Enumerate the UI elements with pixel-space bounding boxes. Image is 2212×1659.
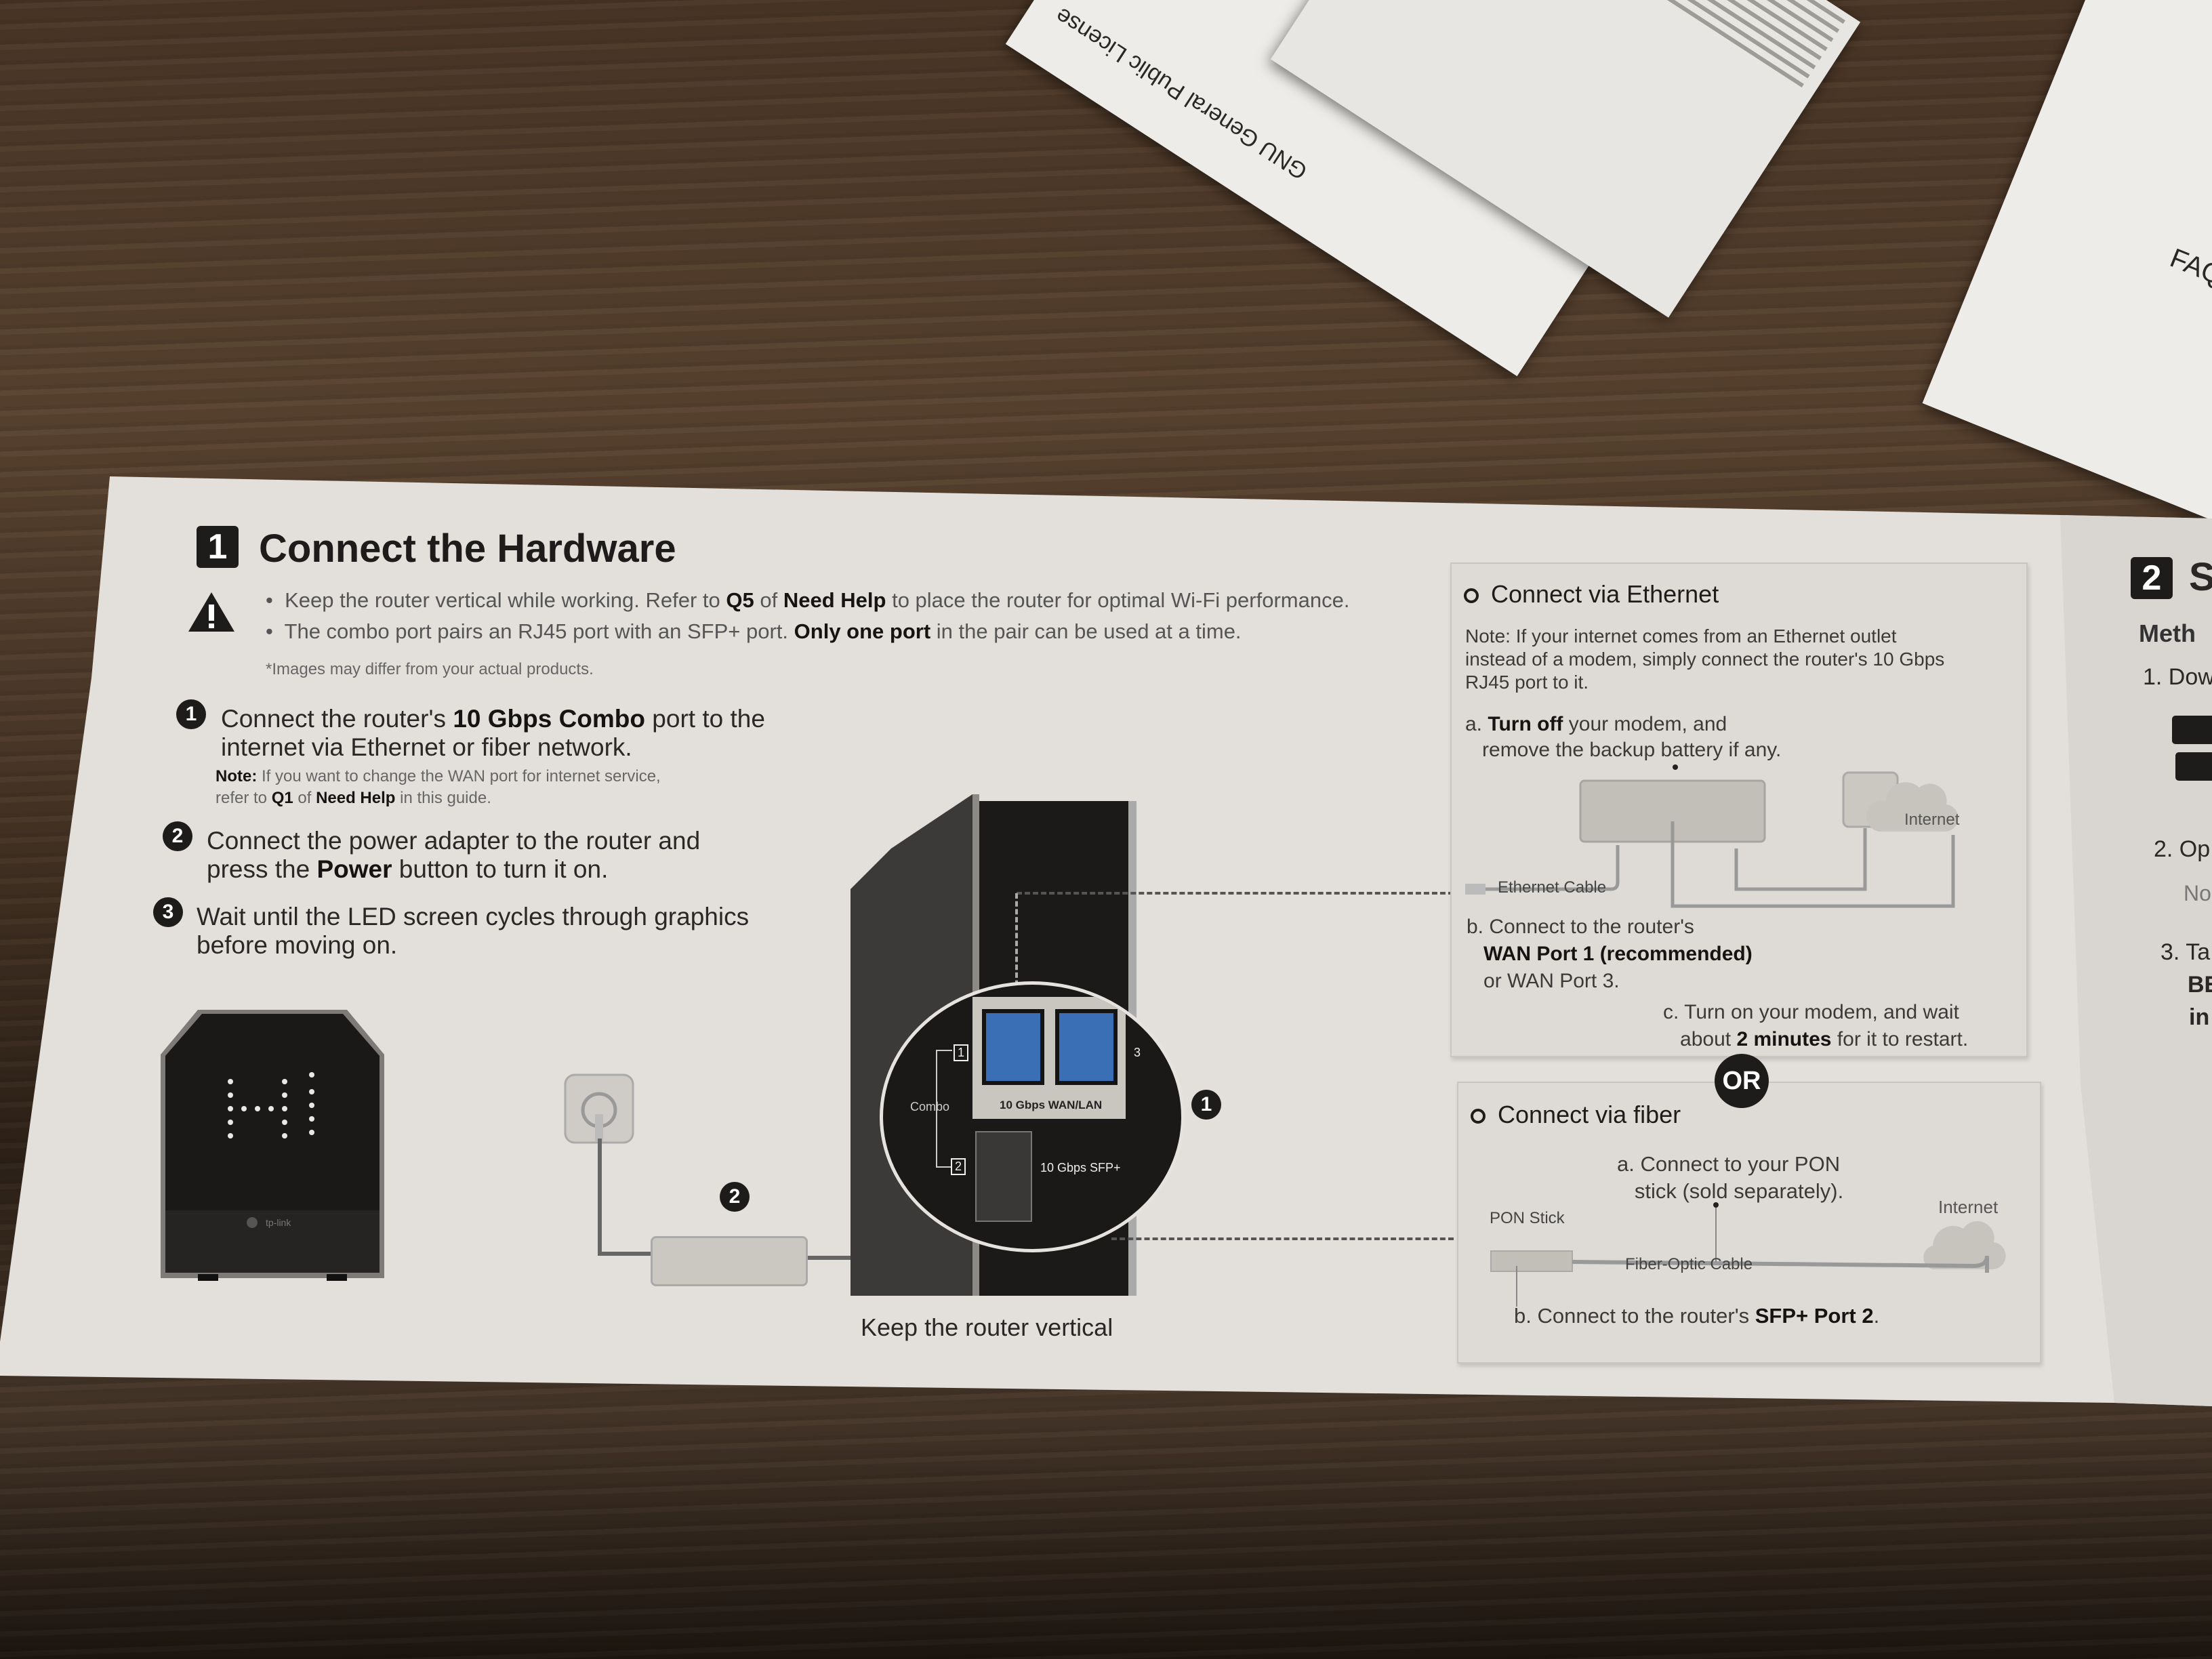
step-2-badge: 2 [163, 821, 192, 851]
ethernet-cable-label: Ethernet Cable [1498, 878, 1607, 897]
ethernet-note: Note: If your internet comes from an Eth… [1465, 626, 1945, 693]
port-3-label: 3 [1134, 1046, 1141, 1059]
step-3-badge: 3 [153, 897, 183, 927]
diagram-badge-1: 1 [1191, 1090, 1221, 1120]
fiber-step-b: b. Connect to the router's SFP+ Port 2. [1514, 1304, 1880, 1328]
section-2-step-1: 1. Dow [2143, 664, 2212, 690]
section-2-method: Meth [2139, 619, 2196, 647]
app-store-button[interactable] [2172, 716, 2212, 744]
warning-bullet-1: • Keep the router vertical while working… [266, 588, 1350, 612]
section-title: Connect the Hardware [259, 527, 676, 571]
dashed-guide-vertical [1015, 893, 1018, 1002]
footnote: *Images may differ from your actual prod… [266, 660, 594, 678]
bullet-circle-icon [1464, 588, 1479, 604]
sfp-label: 10 Gbps SFP+ [1040, 1161, 1121, 1174]
wan-lan-label: 10 Gbps WAN/LAN [1000, 1099, 1103, 1111]
bullet-circle-icon [1471, 1109, 1486, 1124]
section-2-step-2-note: No [2184, 881, 2211, 905]
dashed-guide-fiber [1111, 1237, 1454, 1240]
ethernet-step-c: c. Turn on your modem, and wait about 2 … [1663, 1001, 1969, 1050]
section-2-step-3-line3: in [2189, 1004, 2210, 1030]
section-2-step-3: 3. Ta [2160, 939, 2211, 965]
rj45-port-3[interactable] [1055, 1009, 1118, 1085]
or-badge: OR [1715, 1054, 1769, 1108]
sfp-port[interactable] [975, 1131, 1032, 1222]
connect-via-fiber-panel: Connect via fiber a. Connect to your PON… [1457, 1082, 2041, 1364]
router-front-illustration: tp-link [157, 1007, 388, 1288]
step-1-note: Note: If you want to change the WAN port… [216, 767, 661, 807]
step-3-text: Wait until the LED screen cycles through… [197, 903, 750, 959]
router-logo: tp-link [266, 1217, 291, 1228]
warning-bullet-2: • The combo port pairs an RJ45 port with… [266, 619, 1242, 643]
combo-bracket [936, 1050, 952, 1168]
port-2-label: 2 [951, 1158, 966, 1175]
fiber-heading: Connect via fiber [1471, 1101, 1681, 1129]
google-play-button[interactable] [2175, 752, 2212, 781]
step-2-text: Connect the power adapter to the router … [207, 827, 701, 883]
fiber-internet-label: Internet [1938, 1197, 1999, 1217]
fiber-cable-label: Fiber-Optic Cable [1625, 1255, 1753, 1273]
connect-via-ethernet-panel: Connect via Ethernet Note: If your inter… [1450, 562, 2028, 1057]
diagram-badge-2: 2 [720, 1182, 750, 1212]
combo-label: Combo [910, 1100, 950, 1113]
section-2-step-3-line2: BE [2188, 972, 2212, 998]
step-1-badge: 1 [176, 699, 206, 729]
step-1-text: Connect the router's 10 Gbps Combo port … [221, 705, 765, 761]
section-number-badge: 1 [197, 526, 239, 568]
section-2-title: S [2189, 555, 2212, 599]
section-2-number-badge: 2 [2131, 557, 2173, 599]
sheet-heading-faq: FAQ [2166, 243, 2212, 291]
dashed-guide-ethernet [1017, 892, 1454, 895]
internet-cloud-label: Internet [1904, 811, 1960, 829]
section-2-step-2: 2. Op [2154, 836, 2211, 862]
rj45-port-block: 10 Gbps WAN/LAN [972, 997, 1126, 1119]
fiber-diagram [1490, 1202, 2006, 1307]
warning-icon [187, 591, 236, 636]
power-adapter-icon [651, 1236, 808, 1286]
modem-diagram [1465, 764, 1959, 908]
router-caption: Keep the router vertical [861, 1313, 1113, 1341]
port-1-label: 1 [954, 1044, 969, 1061]
ethernet-heading: Connect via Ethernet [1464, 580, 1719, 609]
ethernet-step-a: a. Turn off your modem, and remove the b… [1465, 713, 1782, 761]
rj45-port-1[interactable] [982, 1009, 1044, 1085]
pon-stick-label: PON Stick [1490, 1209, 1565, 1227]
fiber-step-a: a. Connect to your PON stick (sold separ… [1617, 1152, 1844, 1203]
power-outlet-icon [564, 1073, 634, 1149]
ethernet-step-b: b. Connect to the router's WAN Port 1 (r… [1467, 916, 1753, 992]
port-zoom-circle: 10 Gbps WAN/LAN 1 3 Combo 2 10 Gbps SFP+ [880, 981, 1185, 1252]
